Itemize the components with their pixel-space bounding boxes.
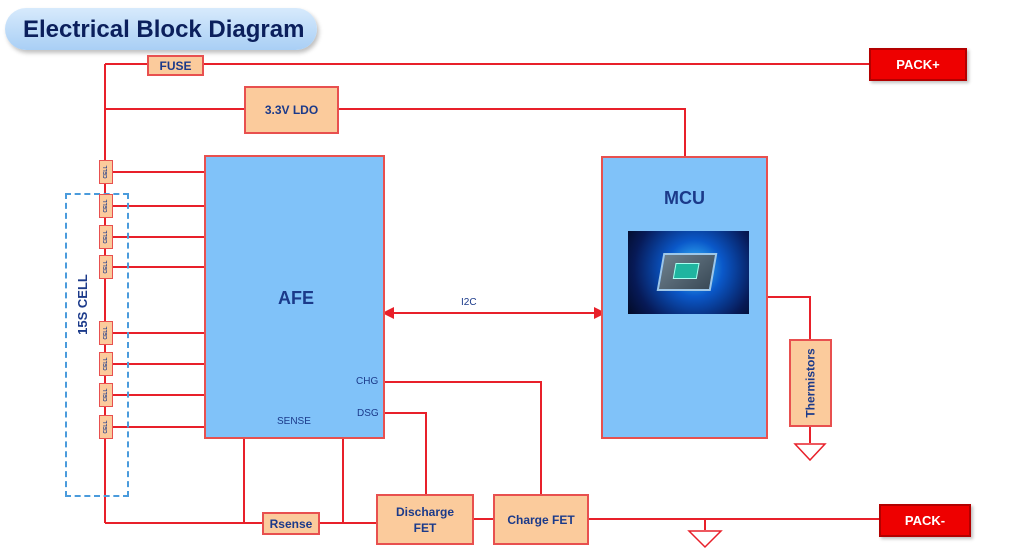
battery-cell: CELL <box>99 160 113 184</box>
chg-pin-label: CHG <box>356 376 379 387</box>
cell-group-bracket <box>65 193 129 497</box>
rsense-label: Rsense <box>269 516 313 531</box>
chg-control-wire <box>384 381 542 494</box>
i2c-label: I2C <box>461 297 477 308</box>
discharge-fet-block: Discharge FET <box>376 494 474 545</box>
thermistor-wire <box>767 296 811 340</box>
afe-block <box>204 155 385 439</box>
title-banner: Electrical Block Diagram <box>5 8 317 50</box>
battery-cell: CELL <box>99 255 113 279</box>
i2c-arrow-left <box>382 307 394 319</box>
rsense-block: Rsense <box>262 512 320 535</box>
ground-icon <box>793 443 827 462</box>
mcu-label: MCU <box>664 188 705 208</box>
chip-die-icon <box>656 253 718 291</box>
ground-icon <box>687 530 723 549</box>
afe-label: AFE <box>278 288 314 308</box>
charge-fet-label: Charge FET <box>507 512 575 527</box>
thermistors-block: Thermistors <box>789 339 832 427</box>
i2c-arrow-right <box>594 307 606 319</box>
pack-minus-terminal: PACK- <box>879 504 971 537</box>
battery-cell: CELL <box>99 321 113 345</box>
pack-plus-terminal: PACK+ <box>869 48 967 81</box>
ldo-block: 3.3V LDO <box>244 86 339 134</box>
battery-cell: CELL <box>99 383 113 407</box>
cell-group-label: 15S CELL <box>74 274 90 335</box>
ldo-output-wire <box>338 108 686 157</box>
thermistors-label: Thermistors <box>803 348 818 418</box>
battery-cell: CELL <box>99 225 113 249</box>
pack-minus-label: PACK- <box>904 513 946 528</box>
microchip-image <box>628 231 749 314</box>
dsg-pin-label: DSG <box>357 408 379 419</box>
sense-pin-label: SENSE <box>277 416 311 427</box>
fuse-label: FUSE <box>159 58 192 73</box>
pack-plus-label: PACK+ <box>896 57 940 72</box>
battery-cell: CELL <box>99 352 113 376</box>
battery-cell: CELL <box>99 415 113 439</box>
charge-fet-block: Charge FET <box>493 494 589 545</box>
page-title: Electrical Block Diagram <box>23 16 305 43</box>
discharge-fet-label: Discharge FET <box>395 504 455 535</box>
fuse-block: FUSE <box>147 55 204 76</box>
dsg-control-wire <box>384 412 427 494</box>
ldo-label: 3.3V LDO <box>264 103 319 117</box>
battery-cell: CELL <box>99 194 113 218</box>
